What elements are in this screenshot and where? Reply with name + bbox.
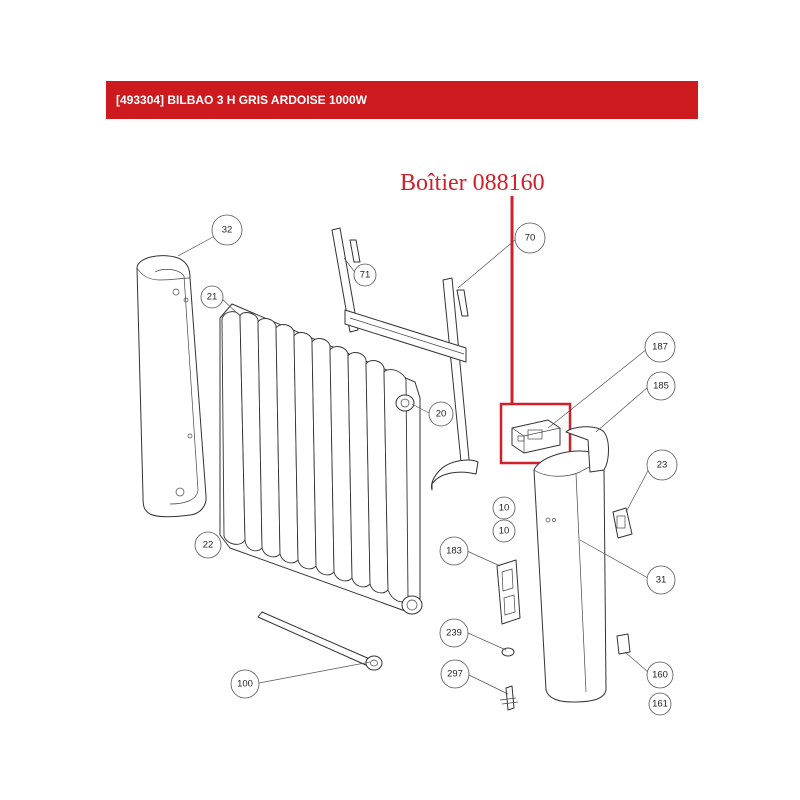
svg-text:20: 20: [436, 409, 447, 420]
callout-31: 31: [646, 565, 676, 595]
svg-text:71: 71: [360, 270, 371, 281]
callout-100: 100: [230, 669, 260, 699]
svg-text:23: 23: [657, 460, 668, 471]
svg-text:160: 160: [652, 670, 668, 681]
callout-22: 22: [194, 531, 222, 559]
callout-161: 161: [648, 692, 672, 716]
callout-20: 20: [428, 401, 454, 427]
part-switch: [612, 507, 633, 539]
callout-297: 297: [440, 659, 470, 689]
callout-10b: 10: [492, 519, 516, 543]
svg-text:297: 297: [447, 669, 463, 680]
highlight-label: Boîtier 088160: [400, 170, 545, 196]
part-front-housing: [533, 426, 609, 703]
callout-23: 23: [646, 449, 678, 481]
part-wall-brackets: [331, 227, 479, 491]
part-side-cover: [136, 255, 207, 518]
svg-text:22: 22: [203, 540, 214, 551]
svg-text:10: 10: [499, 503, 510, 514]
callout-71: 71: [353, 263, 377, 287]
callout-187: 187: [644, 331, 676, 363]
svg-text:31: 31: [656, 575, 667, 586]
callout-185: 185: [646, 371, 676, 401]
callout-32: 32: [211, 214, 243, 246]
part-connectors: [499, 647, 519, 711]
callouts: 32 21 71 70 20 187 185 23: [194, 214, 678, 716]
svg-text:185: 185: [653, 381, 669, 392]
svg-text:183: 183: [446, 546, 462, 557]
callout-10a: 10: [492, 496, 516, 520]
part-electronic-box: [511, 419, 561, 454]
svg-text:187: 187: [652, 342, 668, 353]
svg-text:32: 32: [222, 225, 233, 236]
callout-21: 21: [200, 285, 224, 309]
svg-text:70: 70: [525, 233, 536, 244]
svg-text:161: 161: [652, 699, 668, 710]
callout-183: 183: [439, 536, 469, 566]
part-heating-element: [257, 611, 383, 671]
part-radiator-body: [219, 303, 423, 615]
svg-text:239: 239: [446, 628, 462, 639]
svg-text:10: 10: [499, 526, 510, 537]
part-small-component: [616, 633, 631, 655]
callout-70: 70: [514, 222, 546, 254]
svg-text:100: 100: [237, 679, 253, 690]
callout-160: 160: [646, 661, 674, 689]
part-control-board: [496, 559, 521, 625]
svg-text:21: 21: [207, 292, 218, 303]
callout-239: 239: [439, 618, 469, 648]
page-title: [493304] BILBAO 3 H GRIS ARDOISE 1000W: [106, 81, 698, 119]
